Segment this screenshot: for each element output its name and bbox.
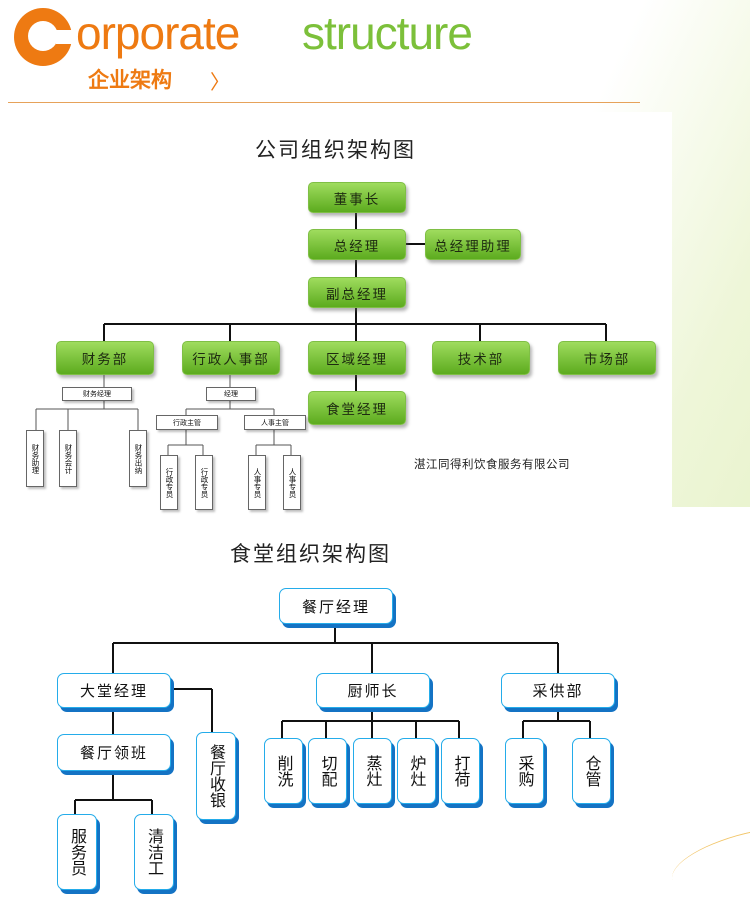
node-kitchen-stove: 炉灶 xyxy=(397,738,436,804)
logo-c-gap xyxy=(56,30,74,44)
node-admin-staff-2: 行政专员 xyxy=(195,455,213,510)
node-deputy-gm: 副总经理 xyxy=(308,277,406,308)
node-warehouse-keeper: 仓管 xyxy=(572,738,611,804)
node-gm: 总经理 xyxy=(308,229,406,260)
node-head-chef: 厨师长 xyxy=(316,673,430,708)
node-hr-manager: 经理 xyxy=(206,387,256,401)
node-dept-marketing: 市场部 xyxy=(558,341,656,375)
node-gm-assistant: 总经理助理 xyxy=(425,229,521,260)
node-kitchen-plating: 打荷 xyxy=(441,738,480,804)
content-panel xyxy=(0,112,672,507)
node-kitchen-steaming: 蒸灶 xyxy=(353,738,392,804)
node-admin-supervisor: 行政主管 xyxy=(156,415,218,430)
header-subtitle: 企业架构 xyxy=(88,68,172,92)
node-finance-manager: 财务经理 xyxy=(62,387,132,401)
node-restaurant-manager: 餐厅经理 xyxy=(279,588,393,624)
node-purchasing-dept: 采供部 xyxy=(501,673,615,708)
node-personnel-supervisor: 人事主管 xyxy=(244,415,306,430)
node-finance-assistant: 财务助理 xyxy=(26,430,44,487)
company-chart-title: 公司组织架构图 xyxy=(255,138,416,162)
chevron-right-icon: 〉 xyxy=(210,70,230,94)
company-name: 湛江同得利饮食服务有限公司 xyxy=(414,457,570,471)
node-dept-admin-hr: 行政人事部 xyxy=(182,341,280,375)
header-divider xyxy=(8,102,640,103)
node-kitchen-cutting: 切配 xyxy=(308,738,347,804)
node-personnel-staff-2: 人事专员 xyxy=(283,455,301,510)
node-admin-staff-1: 行政专员 xyxy=(160,455,178,510)
node-lobby-manager: 大堂经理 xyxy=(57,673,171,708)
node-kitchen-washing: 削洗 xyxy=(264,738,303,804)
node-cleaner: 清洁工 xyxy=(134,814,174,890)
node-canteen-manager: 食堂经理 xyxy=(308,391,406,425)
node-finance-cashier: 财务出纳 xyxy=(129,430,147,487)
node-dept-regional: 区域经理 xyxy=(308,341,406,375)
canteen-chart-title: 食堂组织架构图 xyxy=(230,542,391,566)
node-purchaser: 采购 xyxy=(505,738,544,804)
node-waiter: 服务员 xyxy=(57,814,97,890)
node-restaurant-lead: 餐厅领班 xyxy=(57,734,171,771)
node-chairman: 董事长 xyxy=(308,182,406,213)
node-personnel-staff-1: 人事专员 xyxy=(248,455,266,510)
node-finance-accountant: 财务会计 xyxy=(59,430,77,487)
node-cashier: 餐厅收银 xyxy=(196,732,236,820)
header-title-part1: orporate xyxy=(76,7,240,59)
header-title-part2: structure xyxy=(302,7,473,59)
node-dept-tech: 技术部 xyxy=(432,341,530,375)
node-dept-finance: 财务部 xyxy=(56,341,154,375)
